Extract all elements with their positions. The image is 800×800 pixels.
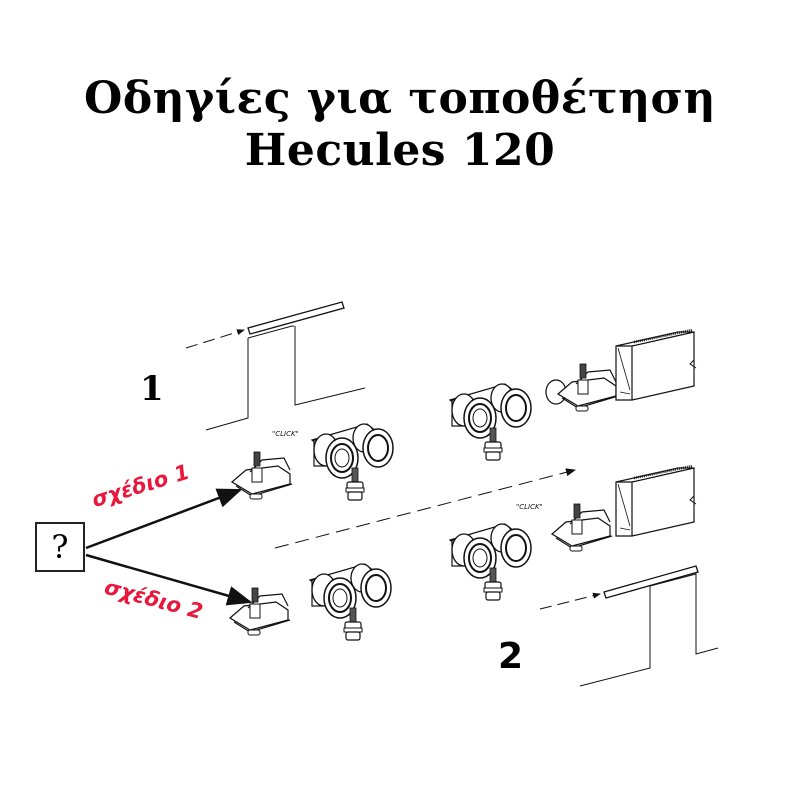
trolley-icon-option-2	[309, 563, 392, 641]
step-number-2: 2	[498, 636, 524, 677]
click-annotation-bottom: "CLICK"	[516, 503, 543, 511]
track-profile-icon-step-2	[614, 464, 698, 538]
door-panel-step-1	[185, 301, 366, 431]
click-annotation-top: "CLICK"	[272, 430, 299, 438]
title-line-2: Hecules 120	[244, 125, 556, 176]
track-profile-icon-step-1	[614, 328, 698, 402]
bracket-icon-step-1	[545, 363, 619, 412]
arrow-option-2	[85, 553, 253, 606]
step-number-1: 1	[140, 369, 164, 409]
door-panel-step-2	[539, 565, 719, 687]
bracket-icon-option-2	[229, 587, 291, 636]
dashed-assembly-arrow	[274, 468, 576, 549]
title-line-1: Οδηγίες για τοποθέτηση	[83, 73, 716, 124]
trolley-icon-step-2	[449, 523, 532, 601]
question-box-icon: ?	[35, 522, 85, 572]
bracket-icon-option-1	[231, 451, 293, 500]
trolley-icon-step-1	[449, 383, 532, 461]
bracket-icon-step-2	[551, 503, 613, 552]
trolley-icon-option-1	[311, 423, 394, 501]
arrow-option-1	[85, 488, 243, 550]
question-symbol: ?	[51, 528, 69, 566]
